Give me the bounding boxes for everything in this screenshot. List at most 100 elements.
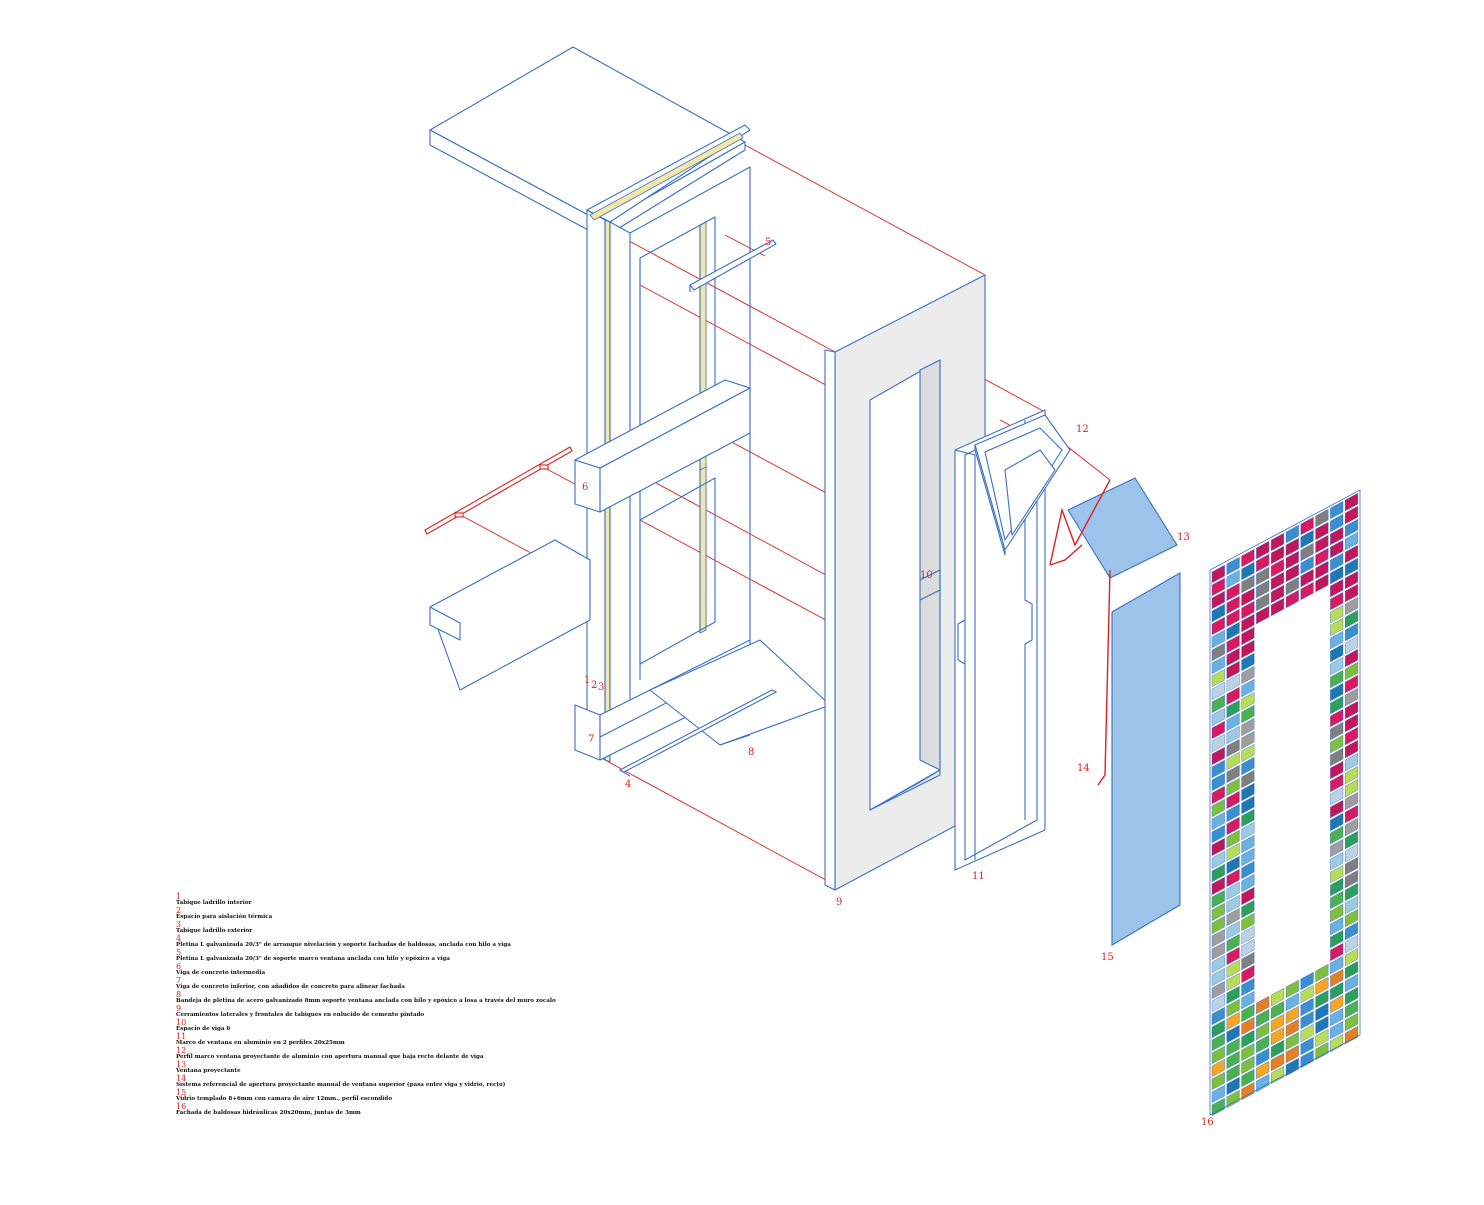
tile: [1300, 529, 1314, 549]
legend-number: 16: [176, 1102, 187, 1111]
tile: [1211, 603, 1225, 623]
tile: [1241, 626, 1255, 646]
tile: [1344, 817, 1359, 837]
tile: [1226, 634, 1240, 654]
tile: [1226, 946, 1240, 966]
tile: [1211, 577, 1225, 597]
tile: [1211, 590, 1225, 610]
tile: [1211, 863, 1225, 883]
tile: [1330, 1007, 1344, 1027]
tile: [1256, 592, 1270, 612]
tile: [1330, 942, 1344, 962]
tile: [1256, 553, 1270, 573]
tile: [1344, 557, 1359, 577]
callout-8: 8: [748, 747, 754, 758]
tile: [1330, 903, 1344, 923]
tile: [1241, 873, 1255, 893]
callout-3: 3: [598, 682, 604, 693]
tile: [1330, 500, 1344, 520]
tile: [1344, 635, 1359, 655]
tile: [1226, 660, 1240, 680]
tile: [1344, 752, 1359, 772]
tile: [1344, 661, 1359, 681]
tile: [1285, 979, 1299, 999]
tile: [1241, 743, 1255, 763]
tile: [1270, 987, 1285, 1007]
tile-facade-outline: [1209, 489, 1361, 1116]
tile: [1344, 713, 1359, 733]
tile: [1226, 725, 1240, 745]
tile: [1211, 785, 1225, 805]
tile: [1300, 1010, 1314, 1030]
tile: [1241, 938, 1255, 958]
legend-number: 15: [176, 1088, 187, 1097]
tile: [1211, 902, 1225, 922]
tray: [649, 639, 831, 746]
tile: [1211, 798, 1225, 818]
tile: [1270, 1052, 1285, 1072]
tile: [1344, 934, 1359, 954]
tile: [1211, 681, 1225, 701]
tile: [1330, 643, 1344, 663]
tile: [1315, 1015, 1329, 1035]
tile: [1330, 1020, 1344, 1040]
legend-number: 13: [176, 1060, 187, 1069]
legend-text: Marco de ventana en aluminio en 2 perfil…: [176, 1040, 345, 1046]
tile: [1315, 560, 1329, 580]
tile: [1344, 882, 1359, 902]
tile: [1344, 843, 1359, 863]
tile: [1241, 782, 1255, 802]
tile: [1241, 964, 1255, 984]
tile: [1226, 673, 1240, 693]
tile: [1211, 707, 1225, 727]
tile: [1256, 540, 1270, 560]
legend-number: 3: [176, 920, 182, 929]
tile: [1241, 912, 1255, 932]
callout-4: 4: [625, 779, 631, 790]
tile: [1344, 986, 1359, 1006]
tile: [1330, 695, 1344, 715]
tile: [1226, 959, 1240, 979]
tile: [1330, 747, 1344, 767]
tile: [1211, 642, 1225, 662]
callout-5: 5: [765, 237, 771, 248]
tile: [1330, 604, 1344, 624]
legend-number: 7: [176, 976, 182, 985]
tile: [1344, 609, 1359, 629]
tile: [1211, 1006, 1225, 1026]
projecting-mechanism: [1049, 479, 1111, 786]
tile: [1344, 726, 1359, 746]
tile: [1270, 571, 1285, 591]
tile: [1330, 721, 1344, 741]
tile: [1344, 739, 1359, 759]
legend-text: Perfil marco ventana proyectante de alum…: [176, 1054, 484, 1060]
legend-text: Fachada de baldosas hidráulicas 20x20mm,…: [176, 1110, 361, 1116]
tile: [1285, 1005, 1299, 1025]
tile: [1330, 1033, 1344, 1053]
tile: [1241, 613, 1255, 633]
legend-number: 6: [176, 962, 182, 971]
tile: [1344, 869, 1359, 889]
tile: [1211, 564, 1225, 584]
tile: [1226, 881, 1240, 901]
tile: [1256, 1021, 1270, 1041]
tile: [1226, 569, 1240, 589]
tile: [1211, 668, 1225, 688]
tile: [1211, 759, 1225, 779]
callout-1: 1: [584, 675, 590, 686]
tile: [1344, 1025, 1359, 1045]
legend-text: Sistema referencial de apertura proyecta…: [176, 1082, 506, 1088]
tile: [1241, 574, 1255, 594]
tile: [1315, 508, 1329, 528]
tile: [1315, 573, 1329, 593]
tile: [1344, 908, 1359, 928]
tile: [1330, 773, 1344, 793]
tile: [1330, 760, 1344, 780]
tile: [1241, 704, 1255, 724]
